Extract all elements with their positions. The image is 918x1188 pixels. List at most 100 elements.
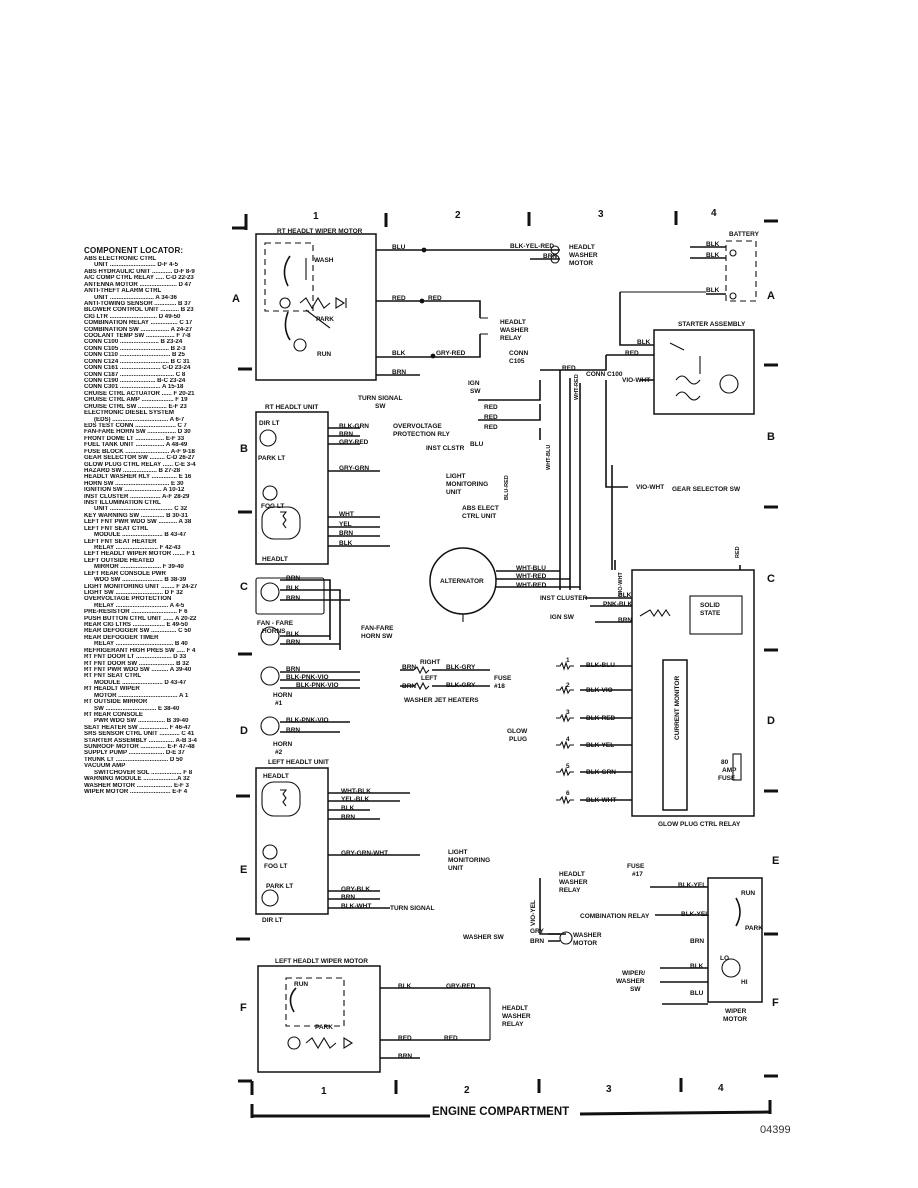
rt-park-lt-label: PARK LT (258, 455, 285, 462)
wire-brn-2: BRN (392, 369, 406, 376)
rt-wiper-wash-label: WASH (314, 257, 334, 264)
overvoltage-relay-2: PROTECTION RLY (393, 431, 450, 438)
wire-blk-bat-2: BLK (706, 252, 720, 259)
wiper-park-label: PARK (745, 925, 763, 932)
locator-entry: CONN C190 ..................... B-C 23-2… (84, 378, 186, 385)
amp-fuse-amp: AMP (722, 767, 737, 774)
wire-gry-blk-lh: GRY-BLK (341, 886, 370, 893)
fan-fare-horn-sw-2: HORN SW (361, 633, 393, 640)
grid-row-b-left: B (240, 443, 248, 455)
wire-blu-wm: BLU (690, 990, 704, 997)
wire-blk-yel-red-1: BLK-YEL-RED (510, 243, 554, 250)
ign-sw-2-label: IGN SW (550, 614, 575, 621)
locator-entry: RT OUTSIDE MIRROR (84, 699, 148, 706)
wire-wht-red-alt-1: WHT-RED (516, 573, 547, 580)
wire-blk-pnk-vio-2: BLK-PNK-VIO (296, 682, 339, 689)
horn2-2: #2 (275, 749, 283, 756)
locator-entry: IGNITION SW ...................... A 10-… (84, 487, 185, 494)
wire-brn-horn1: BRN (286, 666, 300, 673)
solid-state-1: SOLID (700, 602, 720, 609)
rt-dir-lt-label: DIR LT (259, 420, 279, 427)
locator-entry: MODULE ........................ B 43-47 (94, 532, 187, 539)
locator-entry: OVERVOLTAGE PROTECTION (84, 596, 172, 603)
wire-red-conn: RED (562, 365, 576, 372)
locator-entry: CONN C105 ............................. … (84, 345, 186, 352)
locator-entry: RELAY ............................... A … (94, 602, 185, 609)
left-dir-lt-label: DIR LT (262, 917, 282, 924)
grid-row-a-right: A (767, 290, 775, 302)
locator-entry: FUSE BLOCK .......................... A-… (84, 448, 195, 455)
grid-col-2-top: 2 (455, 210, 461, 221)
locator-entry: HORN SW ................................… (84, 480, 184, 487)
washer-jet-heaters-label: WASHER JET HEATERS (404, 697, 479, 704)
locator-entry: WARNING MODULE ....................A 32 (84, 776, 190, 783)
wire-vio-wht-starter: VIO-WHT (622, 377, 650, 384)
locator-entry: ELECTRONIC DIESEL SYSTEM (84, 410, 174, 417)
wire-brn-lw: BRN (398, 1053, 412, 1060)
locator-entry: WASHER MOTOR ..................... E-F 3 (84, 782, 189, 789)
headlt-washer-motor-1: HEADLT (569, 244, 595, 251)
alternator (429, 547, 580, 622)
locator-entry: COMBINATION RELAY ................ C 17 (84, 320, 193, 327)
wire-gry-ws: GRY (530, 928, 545, 935)
left-headlt-unit-title: LEFT HEADLT UNIT (268, 759, 329, 766)
locator-entry: PRE-RESISTOR ...........................… (84, 609, 188, 616)
locator-entry: ANTI-TOWING SENSOR ............. B 37 (84, 300, 191, 307)
engine-compartment-label: ENGINE COMPARTMENT (432, 1106, 570, 1118)
combination-relay-label: COMBINATION RELAY (580, 913, 650, 920)
wire-red-lw-1: RED (398, 1035, 412, 1042)
glow-plugs (556, 661, 632, 805)
locator-entry: SUNROOF MOTOR ............... E-F 47-48 (84, 744, 195, 751)
wire-brn-ff-3: BRN (286, 639, 300, 646)
wire-wht-blk-lh: WHT-BLK (341, 788, 371, 795)
wire-red-2: RED (428, 295, 442, 302)
grid-col-1-bottom: 1 (321, 1086, 327, 1097)
locator-entry: (EDS) ................................. … (94, 416, 185, 423)
gp-wire-4: BLK-YEL (586, 742, 614, 749)
wire-brn-lh-2: BRN (341, 894, 355, 901)
wire-blk-gry-2: BLK-GRY (446, 682, 476, 689)
grid-col-3-bottom: 3 (606, 1084, 612, 1095)
alternator-label: ALTERNATOR (440, 578, 484, 585)
locator-entry: LIGHT MONITORING UNIT ........ F 24-27 (84, 583, 198, 590)
locator-entry: WDO SW ........................ B 38-39 (94, 577, 187, 584)
wire-blu-red-v: BLU-RED (504, 475, 510, 500)
conn-c105-2: C105 (509, 358, 525, 365)
inst-clstr-label: INST CLSTR (426, 445, 465, 452)
wiper-washer-sw-1: WIPER/ (622, 970, 645, 977)
wire-red-starter: RED (625, 350, 639, 357)
conn-c100-label: CONN C100 (586, 371, 623, 378)
locator-entry: REAR CIG LTRS ................... E 49-5… (84, 622, 188, 629)
locator-entry: STARTER ASSEMBLY ............... A-B 3-4 (84, 737, 197, 744)
wire-brn-ws: BRN (530, 938, 544, 945)
gp-wire-5: BLK-GRN (586, 769, 616, 776)
wire-brn-rt: BRN (339, 431, 353, 438)
locator-entry: A/C COMP CTRL RELAY ..... C-D 22-23 (84, 275, 194, 282)
wire-gry-red-1: GRY-RED (436, 350, 466, 357)
washer-motor-2: MOTOR (573, 940, 597, 947)
light-monitoring-2: MONITORING (446, 481, 488, 488)
locator-entry: PWR WDO SW ................ B 39-40 (94, 718, 189, 725)
locator-entry: WIPER MOTOR ........................ E-F… (84, 789, 188, 796)
wire-brn-lh: BRN (341, 814, 355, 821)
turn-signal-sw-b: TURN SIGNAL (390, 905, 434, 912)
locator-entry: CRUISE CTRL AMP ................... F 19 (84, 397, 188, 404)
wiper-hi-label: HI (741, 979, 748, 986)
light-monitoring-b-3: UNIT (448, 865, 463, 872)
locator-entry: INST CLUSTER .................. A-F 28-2… (84, 493, 190, 500)
grid-col-1-top: 1 (313, 211, 319, 222)
locator-entry: COOLANT TEMP SW ................. F 7-8 (84, 333, 191, 340)
fan-fare-horns-1: FAN - FARE (257, 620, 294, 627)
left-wiper-park-label: PARK (315, 1024, 333, 1031)
amp-fuse-fuse: FUSE (718, 775, 736, 782)
locator-entry: BLOWER CONTROL UNIT ........... B 23 (84, 307, 194, 314)
headlt-washer-relay-b-3: RELAY (502, 1021, 524, 1028)
left-headlt-label: HEADLT (263, 773, 289, 780)
wire-brn-rt-2: BRN (339, 530, 353, 537)
fuse-17-2: #17 (632, 871, 643, 878)
wire-yel-blk-lh: YEL-BLK (341, 796, 369, 803)
wire-wht-blu-v: WHT-BLU (546, 445, 552, 470)
wire-brn-jet-1: BRN (402, 664, 416, 671)
locator-entry: LEFT HEADLT WIPER MOTOR ....... F 1 (84, 551, 196, 558)
